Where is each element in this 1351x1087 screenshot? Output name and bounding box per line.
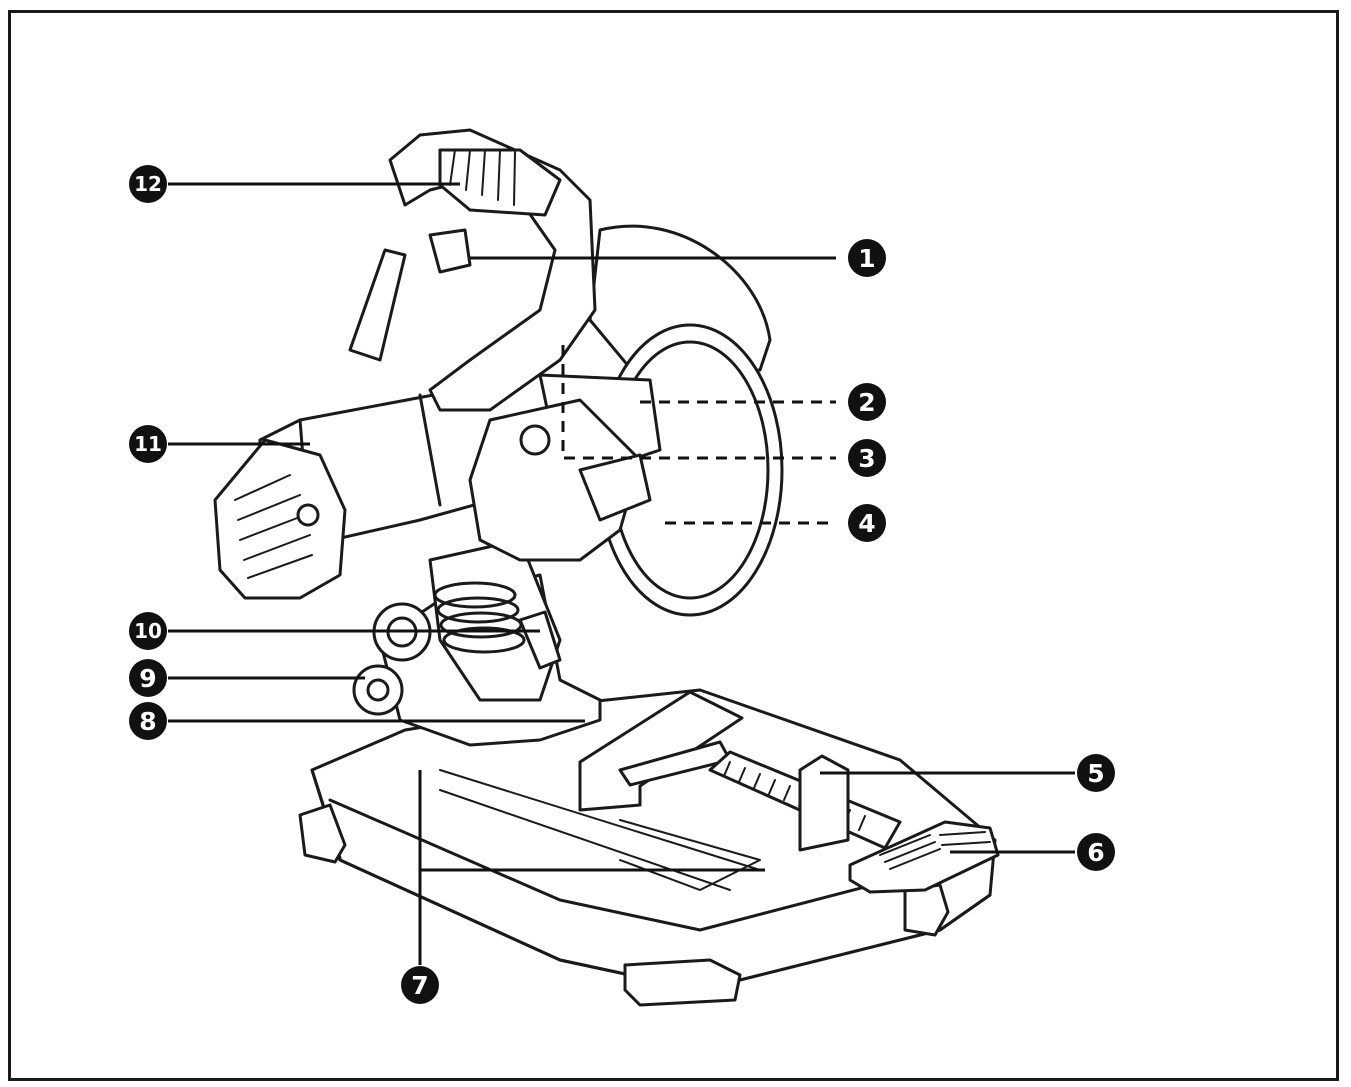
callout-9-label: 9 xyxy=(139,664,156,693)
callout-2: 2 xyxy=(848,383,886,421)
callout-10-label: 10 xyxy=(134,619,162,643)
spindle-lock-button xyxy=(519,424,551,456)
motor-end-cap-vents xyxy=(234,474,313,579)
callout-10: 10 xyxy=(129,612,167,650)
end-cap-screw xyxy=(296,503,320,527)
callout-8: 8 xyxy=(129,702,167,740)
leader-lines xyxy=(168,182,1075,965)
callout-5-label: 5 xyxy=(1087,759,1104,788)
callout-3-label: 3 xyxy=(858,444,875,473)
callout-9: 9 xyxy=(129,659,167,697)
trigger-switch xyxy=(428,228,472,274)
callout-1-label: 1 xyxy=(858,244,875,273)
callout-4-label: 4 xyxy=(858,509,875,538)
vise-handle-grip xyxy=(879,831,991,870)
handle-grip-ribs xyxy=(449,149,516,206)
base-foot-front xyxy=(623,958,742,1007)
callout-7: 7 xyxy=(401,966,439,1004)
callout-6-label: 6 xyxy=(1087,838,1104,867)
callout-1: 1 xyxy=(848,239,886,277)
vise-handle xyxy=(848,820,1000,894)
callout-11-label: 11 xyxy=(134,432,162,456)
gear-housing xyxy=(468,398,642,562)
callout-11: 11 xyxy=(129,425,167,463)
callout-3: 3 xyxy=(848,439,886,477)
leader-line-7 xyxy=(418,770,765,965)
base-foot-left xyxy=(298,803,347,864)
callout-5: 5 xyxy=(1077,754,1115,792)
callout-4: 4 xyxy=(848,504,886,542)
lock-knob-center xyxy=(366,678,390,702)
callout-markers: 1 2 3 4 5 6 7 8 xyxy=(129,165,1115,1004)
base-slot-lines xyxy=(439,769,761,891)
callout-2-label: 2 xyxy=(858,388,875,417)
vise-jaw xyxy=(798,754,850,852)
callout-6: 6 xyxy=(1077,833,1115,871)
callout-12: 12 xyxy=(129,165,167,203)
saw-illustration xyxy=(213,128,1000,1007)
motor-end-cap xyxy=(213,438,347,600)
callout-8-label: 8 xyxy=(139,707,156,736)
arm-bracket xyxy=(578,453,652,522)
callout-7-label: 7 xyxy=(411,971,428,1000)
fence xyxy=(578,690,744,812)
leader-line-3 xyxy=(561,345,836,460)
lock-pin xyxy=(518,610,562,670)
callout-12-label: 12 xyxy=(134,172,162,196)
handle-side-arm xyxy=(348,248,407,362)
